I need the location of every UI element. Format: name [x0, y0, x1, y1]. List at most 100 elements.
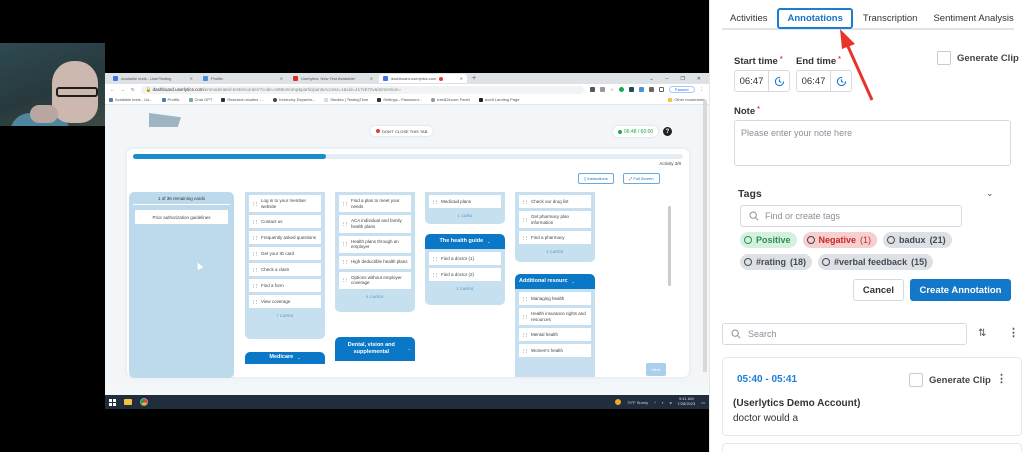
start-time-label: Start time*: [734, 56, 783, 67]
bookmark: Available tests - Us...: [109, 97, 153, 102]
favicon-icon: [383, 76, 388, 81]
tab-annotations[interactable]: Annotations: [777, 7, 853, 29]
note-textarea[interactable]: Please enter your note here: [734, 120, 1011, 166]
notification-icon: ▭: [701, 399, 705, 405]
card-sort-page: DON'T CLOSE THIS TAB 06:48 / 60:00 ? Act…: [105, 105, 709, 385]
note-label: Note*: [734, 106, 760, 117]
tag-chip-positive[interactable]: Positive: [740, 232, 797, 248]
tag-chip-verbal-feedback[interactable]: #verbal feedback(15): [818, 254, 934, 270]
annotation-search-input[interactable]: Search: [722, 323, 967, 345]
close-icon: ✕: [696, 75, 701, 82]
reload-icon: ↻: [131, 86, 135, 92]
tag-chip-badux[interactable]: badux(21): [883, 232, 952, 248]
remaining-cards-panel: 1 of 36 remaining cards Prior authorizat…: [129, 192, 234, 378]
file-explorer-icon: [124, 399, 132, 405]
radio-icon: [806, 236, 815, 244]
tab-activities[interactable]: Activities: [730, 12, 768, 24]
document-icon: ▯: [584, 176, 588, 181]
sort-card: Log in to your member website: [249, 195, 321, 213]
close-icon: ✕: [459, 76, 463, 81]
kebab-menu-icon[interactable]: ⋮: [996, 373, 1007, 385]
tab-transcription[interactable]: Transcription: [862, 12, 918, 24]
browser-tab: Prolific✕: [199, 74, 287, 83]
generate-clip-checkbox[interactable]: [937, 51, 951, 65]
next-button: Next: [646, 363, 666, 376]
chrome-icon: [140, 398, 148, 406]
volume-icon: ◂: [669, 399, 672, 405]
extension-icon: [618, 87, 624, 92]
camera-icon: [589, 87, 595, 92]
category-header-medicare: Medicare⌄: [245, 352, 325, 364]
browser-tabbar: Available tests - UserTesting✕ Prolific✕…: [105, 73, 709, 84]
browser-tab: Userlytics. New Test Available!✕: [289, 74, 377, 83]
required-mark: *: [779, 56, 783, 63]
category-column: Find a plan to meet your needs ACA indiv…: [335, 192, 415, 312]
share-icon: [599, 87, 605, 92]
network-icon: ▪: [661, 399, 664, 405]
bookmark: Acelt Landing Page: [478, 97, 520, 102]
generate-clip-checkbox[interactable]: [909, 373, 923, 387]
sort-card: Get your ID card: [249, 247, 321, 261]
sort-card: Find a pharmacy: [519, 231, 591, 245]
cancel-button[interactable]: Cancel: [853, 279, 904, 301]
category-column: Find a doctor (1) Find a doctor (2) 2 CA…: [425, 249, 505, 305]
sidepanel-icon: [658, 87, 664, 92]
clock-icon[interactable]: [769, 71, 789, 91]
star-icon: ☆: [609, 86, 614, 92]
puzzle-icon: [648, 87, 654, 92]
tag-chip-negative[interactable]: Negative(1): [802, 232, 878, 248]
annotation-card[interactable]: 05:40 - 05:41 Generate Clip ⋮ (Userlytic…: [722, 357, 1022, 436]
bookmark: Kentucky Departm...: [273, 97, 315, 102]
card-count: 3 CARDS: [546, 250, 564, 255]
tag-search-input[interactable]: Find or create tags: [740, 205, 962, 227]
sort-card: Health plans through an employer: [339, 235, 411, 253]
sort-icon[interactable]: ⇅: [978, 328, 987, 339]
new-tab-icon: +: [472, 75, 477, 82]
favicon-icon: [203, 76, 208, 81]
end-time-label: End time*: [796, 56, 841, 67]
annotation-time-range[interactable]: 05:40 - 05:41: [737, 374, 798, 385]
restore-icon: ❐: [680, 75, 685, 82]
session-video-player[interactable]: Available tests - UserTesting✕ Prolific✕…: [0, 0, 709, 452]
end-time-value[interactable]: 06:47: [797, 71, 831, 91]
tag-chips: Positive Negative(1) badux(21) #rating(1…: [740, 232, 990, 270]
tab-sentiment-analysis[interactable]: Sentiment Analysis: [933, 12, 1014, 24]
close-icon: ✕: [189, 76, 193, 81]
bookmark: Chat GPT: [188, 97, 212, 102]
kebab-menu-icon[interactable]: ⋮: [1008, 327, 1019, 339]
panel-tabs: Activities Annotations Transcription Sen…: [722, 7, 1014, 30]
generate-clip-label: Generate Clip: [957, 53, 1019, 64]
status-dot-icon: [618, 129, 622, 134]
chevron-down-icon[interactable]: ⌄: [986, 188, 994, 198]
chevron-down-icon: ⌄: [487, 238, 491, 244]
chevron-down-icon: ⌄: [407, 346, 411, 352]
create-annotation-button[interactable]: Create Annotation: [910, 279, 1011, 301]
video-scrollbar[interactable]: [703, 100, 707, 372]
start-time-value[interactable]: 06:47: [735, 71, 769, 91]
end-time-field[interactable]: 06:47: [796, 70, 852, 92]
dont-close-banner: DON'T CLOSE THIS TAB: [370, 126, 434, 136]
session-timer: 06:48 / 60:00: [613, 126, 659, 137]
radio-icon: [744, 236, 752, 244]
gmail-icon: [293, 76, 298, 81]
windows-start-icon: [109, 398, 116, 406]
forward-icon: →: [120, 87, 126, 92]
recording-dot-icon: [376, 129, 380, 133]
clock-icon[interactable]: [831, 71, 851, 91]
bookmark: Intelli2zoom Panel: [431, 97, 470, 102]
search-icon: [731, 329, 741, 339]
recorded-screen: Available tests - UserTesting✕ Prolific✕…: [105, 73, 709, 418]
favicon-icon: [113, 76, 118, 81]
tag-chip-rating[interactable]: #rating(18): [740, 254, 813, 270]
annotation-card[interactable]: [722, 443, 1022, 452]
start-time-field[interactable]: 06:47: [734, 70, 790, 92]
sort-card: View coverage: [249, 295, 321, 309]
category-header-dental: Dental, vision and supplemental⌄: [335, 337, 415, 361]
sort-card: Women's health: [519, 344, 591, 358]
activity-counter: Activity 3/8: [659, 161, 681, 166]
minimize-icon: –: [665, 75, 669, 82]
sort-card: Find a form: [249, 279, 321, 293]
